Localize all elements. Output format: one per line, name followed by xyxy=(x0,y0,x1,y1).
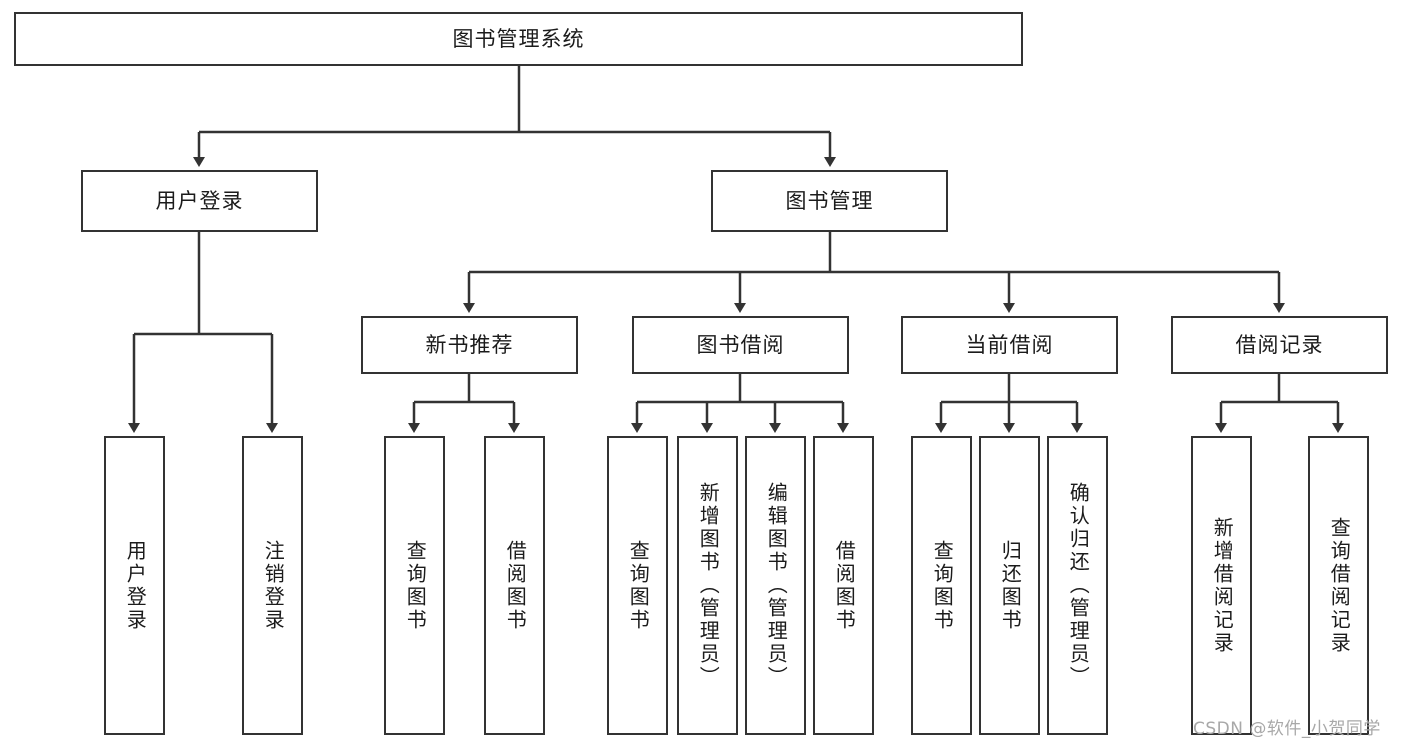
leaf-label: 归还图书 xyxy=(998,539,1023,632)
leaf-label: 新增图书（管理员） xyxy=(696,482,721,689)
leaf-label: 新增借阅记录 xyxy=(1210,516,1235,655)
node-new-book-recommend[interactable]: 新书推荐 xyxy=(361,316,578,374)
leaf-label: 借阅图书 xyxy=(503,539,528,632)
leaf-label: 用户登录 xyxy=(123,539,148,632)
leaf-label: 查询图书 xyxy=(626,539,651,632)
node-leaf-recommend-query-book[interactable]: 查询图书 xyxy=(384,436,445,735)
leaf-label: 确认归还（管理员） xyxy=(1066,482,1091,689)
edge-group-user-login xyxy=(128,232,278,433)
leaf-label: 查询图书 xyxy=(403,539,428,632)
edge-group-borrow-record xyxy=(1215,374,1344,433)
edge-group-book-manage xyxy=(463,232,1285,313)
node-leaf-borrow-add-book[interactable]: 新增图书（管理员） xyxy=(677,436,738,735)
leaf-label: 查询图书 xyxy=(930,539,955,632)
edge-group-new-book xyxy=(408,374,520,433)
edge-group-root xyxy=(193,66,836,167)
node-leaf-borrow-query-book[interactable]: 查询图书 xyxy=(607,436,668,735)
node-leaf-recommend-borrow-book[interactable]: 借阅图书 xyxy=(484,436,545,735)
csdn-watermark: CSDN @软件_小贺同学 xyxy=(1193,719,1381,739)
node-user-login[interactable]: 用户登录 xyxy=(81,170,318,232)
leaf-label: 借阅图书 xyxy=(832,539,857,632)
node-book-borrow[interactable]: 图书借阅 xyxy=(632,316,849,374)
edge-group-book-borrow xyxy=(631,374,849,433)
leaf-label: 查询借阅记录 xyxy=(1327,516,1352,655)
node-leaf-current-return-book[interactable]: 归还图书 xyxy=(979,436,1040,735)
node-leaf-current-confirm-return[interactable]: 确认归还（管理员） xyxy=(1047,436,1108,735)
node-leaf-borrow-edit-book[interactable]: 编辑图书（管理员） xyxy=(745,436,806,735)
node-leaf-current-query-book[interactable]: 查询图书 xyxy=(911,436,972,735)
node-borrow-record[interactable]: 借阅记录 xyxy=(1171,316,1388,374)
node-leaf-record-add[interactable]: 新增借阅记录 xyxy=(1191,436,1252,735)
node-leaf-borrow-borrow-book[interactable]: 借阅图书 xyxy=(813,436,874,735)
leaf-label: 注销登录 xyxy=(261,539,286,632)
node-current-borrow[interactable]: 当前借阅 xyxy=(901,316,1118,374)
node-root-system[interactable]: 图书管理系统 xyxy=(14,12,1023,66)
node-leaf-user-logout[interactable]: 注销登录 xyxy=(242,436,303,735)
leaf-label: 编辑图书（管理员） xyxy=(764,482,789,689)
edge-group-current-borrow xyxy=(935,374,1083,433)
node-leaf-user-login[interactable]: 用户登录 xyxy=(104,436,165,735)
node-leaf-record-query[interactable]: 查询借阅记录 xyxy=(1308,436,1369,735)
node-book-manage[interactable]: 图书管理 xyxy=(711,170,948,232)
